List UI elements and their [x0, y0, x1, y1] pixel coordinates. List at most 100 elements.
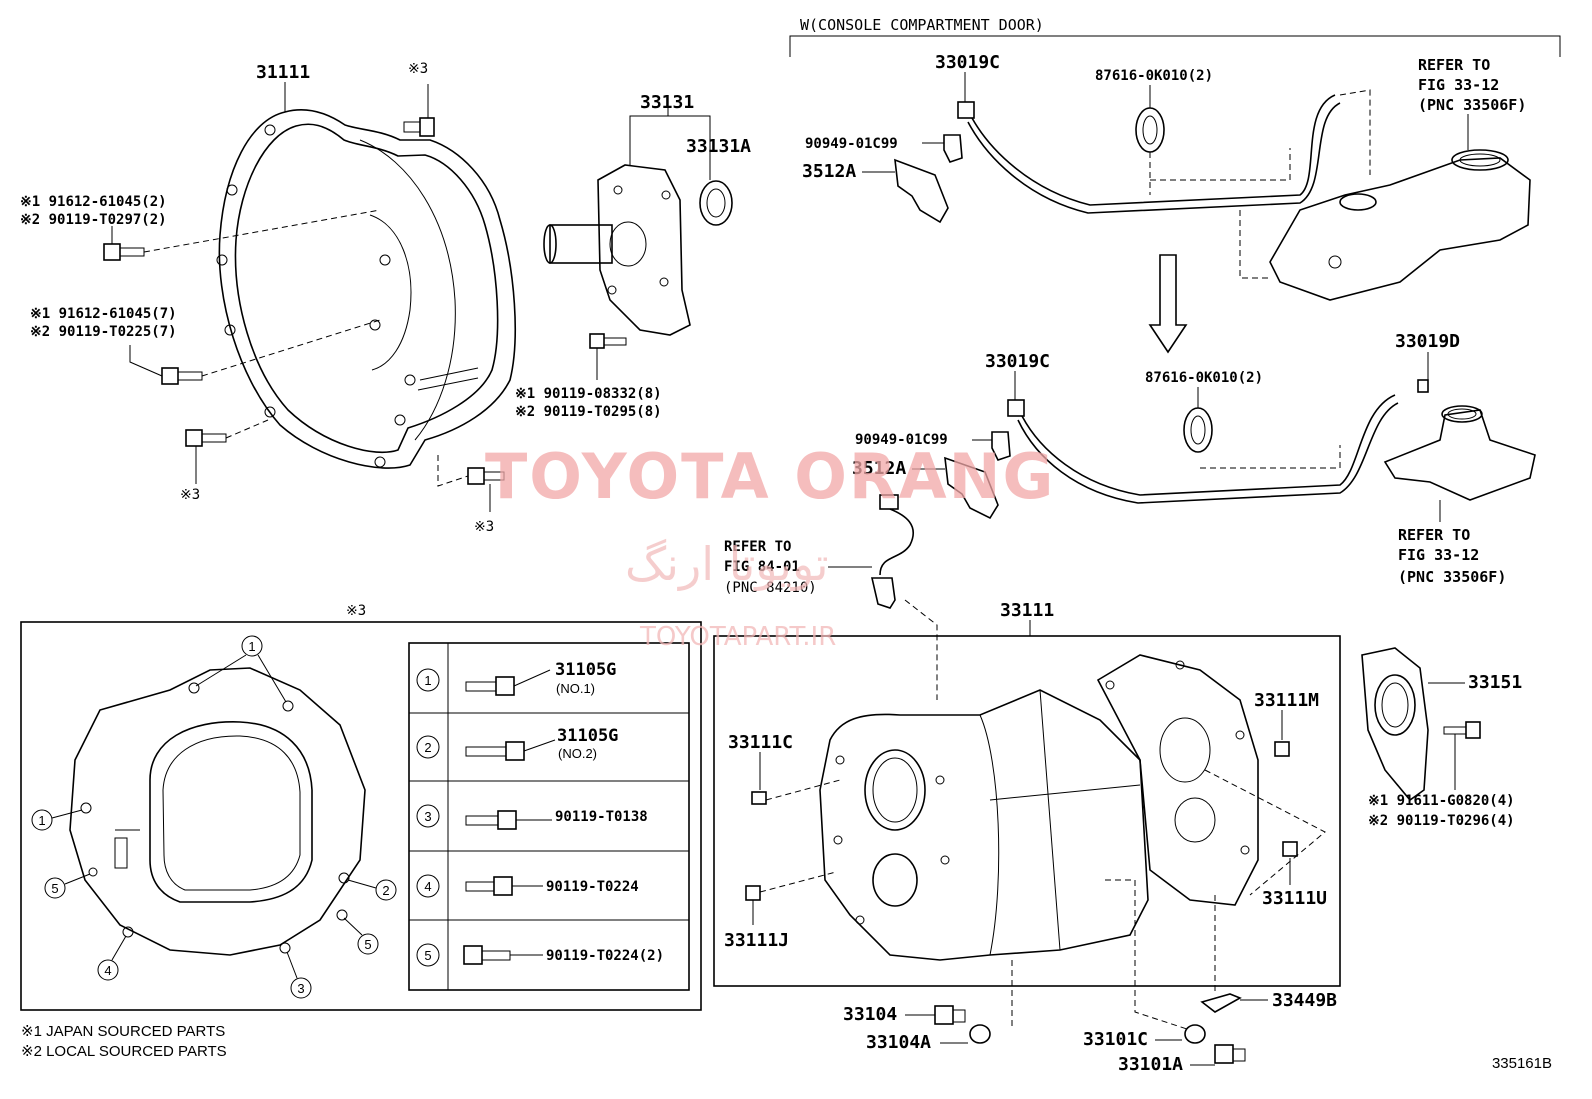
bolt-icon	[185, 419, 269, 484]
svg-text:4: 4	[424, 879, 431, 894]
svg-text:3: 3	[297, 981, 304, 996]
refer-top-3: (PNC 33506F)	[1418, 96, 1526, 114]
label-33111M: 33111M	[1254, 690, 1319, 711]
watermark-persian: تویوتا ارنگ	[625, 537, 829, 592]
label-33019C-bottom: 33019C	[985, 351, 1050, 372]
bolt-icon	[1443, 721, 1481, 790]
label-33104A: 33104A	[866, 1032, 931, 1053]
callout-1-left: 1	[31, 809, 83, 831]
label-33131: 33131	[640, 92, 694, 113]
bolt-part-sub: (NO.1)	[556, 681, 595, 696]
shift-lever-upper-assembly: 33019C 87616-0K010(2) 90949-01C99 3512A …	[802, 52, 1531, 301]
refer-sensor-3: (PNC 84210)	[724, 580, 817, 596]
label-31111: 31111	[256, 62, 310, 83]
refer-top-1: REFER TO	[1418, 56, 1490, 74]
bolt-a-note-1: ※1 91612-61045(2)	[20, 194, 167, 210]
svg-text:2: 2	[382, 883, 389, 898]
svg-text:5: 5	[364, 937, 371, 952]
svg-text:1: 1	[38, 813, 45, 828]
bolt-table-row: 4 90119-T0224	[416, 874, 639, 898]
svg-text:1: 1	[248, 639, 255, 654]
bolt-d-note-1: ※1 91611-G0820(4)	[1368, 793, 1515, 809]
svg-text:3: 3	[424, 809, 431, 824]
bolt-table-row: 5 90119-T0224(2)	[416, 943, 664, 967]
bell-housing-31111: 31111	[216, 62, 516, 469]
label-3512A-top: 3512A	[802, 161, 856, 182]
drain-fill-plugs: 33104 33104A 33101C 33101A 33449B	[843, 990, 1337, 1075]
callout-5-right: 5	[343, 917, 379, 955]
mark3-left: ※3	[180, 487, 200, 503]
bolts-31111: ※3 ※1 91612-61045(2) ※2 90119-T0297(2) ※…	[20, 61, 505, 535]
bolt-part-number: 31105G	[555, 660, 616, 680]
callout-3: 3	[286, 951, 312, 999]
shift-lever-lower-assembly: 33019C 87616-0K010(2) 90949-01C99 3512A …	[852, 331, 1536, 586]
label-87616-top: 87616-0K010(2)	[1095, 68, 1213, 84]
transmission-case-33111: 33111 33111C 33111J 33111M 33111U	[713, 600, 1341, 1031]
bolt-part-number: 90119-T0138	[555, 809, 648, 825]
bolt-icon	[437, 455, 505, 512]
bolt-a-note-2: ※2 90119-T0297(2)	[20, 212, 167, 228]
legend-japan-sourced: ※1 JAPAN SOURCED PARTS	[21, 1023, 225, 1040]
label-33111C: 33111C	[728, 732, 793, 753]
bolt-table: 1 31105G (NO.1) 2 31105G (NO.2) 3 90119-…	[408, 642, 690, 991]
down-arrow-icon	[1148, 254, 1188, 354]
bolt-part-number: 90119-T0224	[546, 879, 639, 895]
svg-text:1: 1	[424, 673, 431, 688]
bolt-b-note-2: ※2 90119-T0225(7)	[30, 324, 177, 340]
label-33111U: 33111U	[1262, 888, 1327, 909]
bolt-table-row: 3 90119-T0138	[416, 804, 648, 830]
label-33131A: 33131A	[686, 136, 751, 157]
bolt-b-note-1: ※1 91612-61045(7)	[30, 306, 177, 322]
speed-sensor: REFER TO FIG 84-01 (PNC 84210)	[724, 494, 938, 700]
callout-4: 4	[97, 935, 127, 981]
refer-sensor-2: FIG 84-01	[724, 559, 800, 575]
refer-sensor-1: REFER TO	[724, 539, 791, 555]
svg-text:5: 5	[51, 881, 58, 896]
watermark: TOYOTA ORANG تویوتا ارنگ TOYOTAPART.IR	[485, 440, 1055, 652]
callout-2: 2	[347, 879, 397, 901]
bolt-part-number: 31105G	[557, 726, 618, 746]
bolt-d-note-2: ※2 90119-T0296(4)	[1368, 813, 1515, 829]
bracket-label: W(CONSOLE COMPARTMENT DOOR)	[800, 16, 1044, 34]
label-90949-top: 90949-01C99	[805, 136, 898, 152]
watermark-url: TOYOTAPART.IR	[639, 622, 836, 652]
label-33101A: 33101A	[1118, 1054, 1183, 1075]
label-90949-bottom: 90949-01C99	[855, 432, 948, 448]
callout-5-left: 5	[44, 873, 91, 899]
label-33101C: 33101C	[1083, 1029, 1148, 1050]
bolt-icon	[589, 333, 627, 380]
diagram-code: 335161B	[1492, 1055, 1552, 1072]
label-33151: 33151	[1468, 672, 1522, 693]
bolt-table-row: 2 31105G (NO.2)	[416, 726, 618, 761]
label-87616-bottom: 87616-0K010(2)	[1145, 370, 1263, 386]
bolt-part-number: 90119-T0224(2)	[546, 948, 664, 964]
watermark-main: TOYOTA ORANG	[485, 440, 1055, 513]
console-door-bracket: W(CONSOLE COMPARTMENT DOOR)	[789, 16, 1561, 57]
bolt-c-note-1: ※1 90119-08332(8)	[515, 386, 662, 402]
svg-text:5: 5	[424, 948, 431, 963]
refer-bottom-2: FIG 33-12	[1398, 546, 1479, 564]
mark3-bottom: ※3	[474, 519, 494, 535]
bolt-table-row: 1 31105G (NO.1)	[416, 660, 616, 696]
housing-bolt-detail-box: ※3 1 1 5 4	[20, 603, 702, 1011]
bolt-c-note-2: ※2 90119-T0295(8)	[515, 404, 662, 420]
label-33111: 33111	[1000, 600, 1054, 621]
refer-bottom-3: (PNC 33506F)	[1398, 568, 1506, 586]
svg-text:4: 4	[104, 963, 111, 978]
mark3-top: ※3	[408, 61, 428, 77]
bolt-icon	[403, 84, 435, 137]
label-33019D: 33019D	[1395, 331, 1460, 352]
retainer-33151: 33151 ※1 91611-G0820(4) ※2 90119-T0296(4…	[1361, 647, 1522, 829]
bearing-retainer-33131: 33131 33131A ※1 90119-08332(8) ※2 90119-…	[515, 92, 751, 420]
refer-bottom-1: REFER TO	[1398, 526, 1470, 544]
label-3512A-bottom: 3512A	[852, 458, 906, 479]
svg-text:2: 2	[424, 740, 431, 755]
legend-local-sourced: ※2 LOCAL SOURCED PARTS	[21, 1043, 227, 1060]
label-33111J: 33111J	[724, 930, 789, 951]
mark3-box: ※3	[346, 603, 366, 619]
bolt-icon	[129, 319, 381, 385]
label-33449B: 33449B	[1272, 990, 1337, 1011]
callout-1-top: 1	[195, 635, 287, 703]
bolt-part-sub: (NO.2)	[558, 746, 597, 761]
